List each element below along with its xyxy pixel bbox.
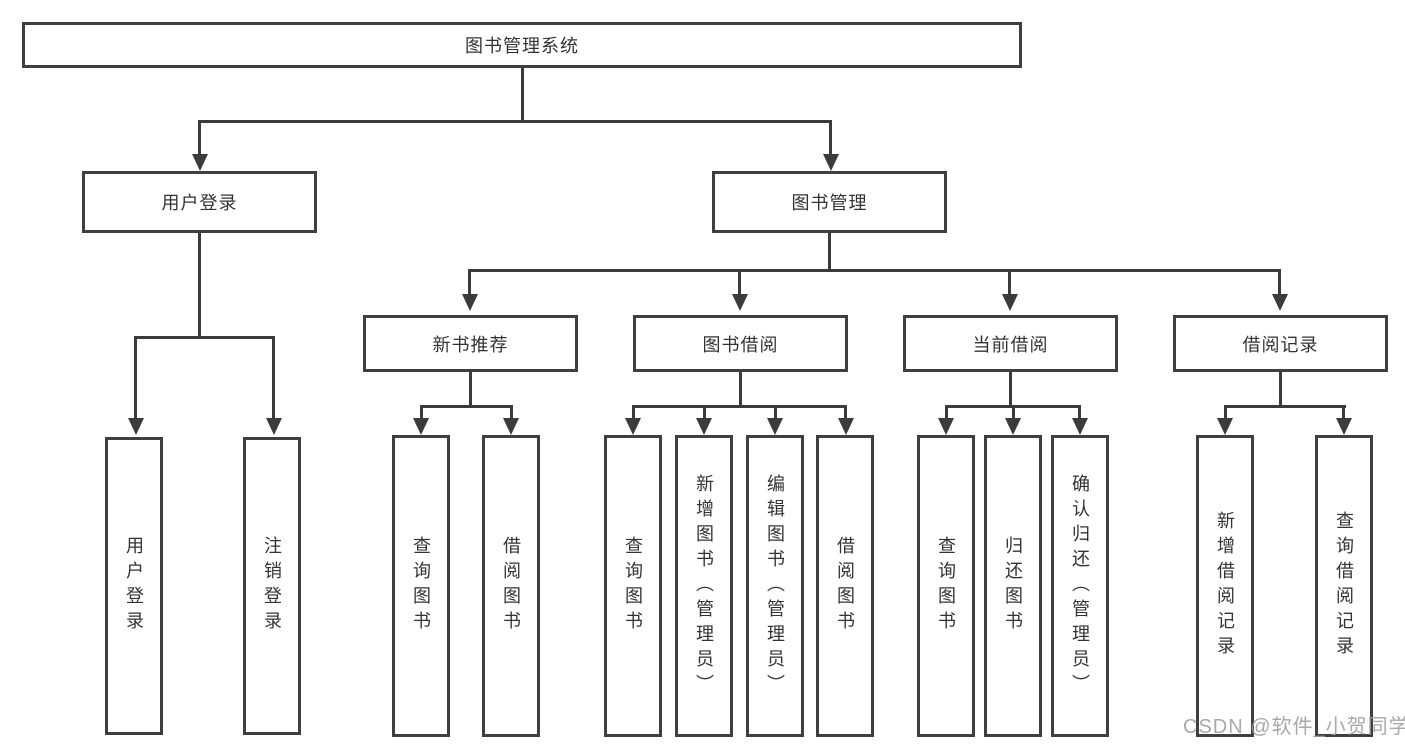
leaf-logout: 注销登录 xyxy=(243,437,301,735)
arrow-down-icon xyxy=(1336,418,1352,435)
leaf-query-borrow-record: 查询借阅记录 xyxy=(1315,435,1373,737)
connector-line xyxy=(632,405,847,408)
connector-line xyxy=(198,233,201,338)
connector-line xyxy=(1012,405,1015,419)
arrow-down-icon xyxy=(838,418,854,435)
connector-line xyxy=(468,269,471,296)
connector-line xyxy=(521,68,524,121)
leaf-add-books-admin: 新增图书（管理员） xyxy=(675,435,733,737)
connector-line xyxy=(1008,269,1011,296)
arrow-down-icon xyxy=(192,154,208,171)
arrow-down-icon xyxy=(1072,418,1088,435)
connector-line xyxy=(198,120,201,155)
leaf-return-books: 归还图书 xyxy=(984,435,1042,737)
arrow-down-icon xyxy=(1002,294,1018,311)
connector-line xyxy=(828,233,831,271)
arrow-down-icon xyxy=(1272,294,1288,311)
connector-line xyxy=(420,405,513,408)
leaf-edit-books-admin: 编辑图书（管理员） xyxy=(746,435,804,737)
node-root-library-management-system: 图书管理系统 xyxy=(22,22,1022,68)
arrow-down-icon xyxy=(696,418,712,435)
connector-line xyxy=(632,405,635,419)
arrow-down-icon xyxy=(625,418,641,435)
connector-line xyxy=(468,269,1281,272)
connector-line xyxy=(198,120,832,123)
connector-line xyxy=(829,120,832,155)
connector-line xyxy=(703,405,706,419)
arrow-down-icon xyxy=(938,418,954,435)
connector-line xyxy=(844,405,847,419)
leaf-add-borrow-record: 新增借阅记录 xyxy=(1196,435,1254,737)
leaf-query-books-current: 查询图书 xyxy=(917,435,975,737)
leaf-user-login: 用户登录 xyxy=(105,437,163,735)
connector-line xyxy=(134,336,137,419)
connector-line xyxy=(738,269,741,296)
arrow-down-icon xyxy=(1005,418,1021,435)
connector-line xyxy=(469,372,472,408)
connector-line xyxy=(774,405,777,419)
connector-line xyxy=(1009,372,1012,408)
arrow-down-icon xyxy=(732,294,748,311)
connector-line xyxy=(945,405,948,419)
arrow-down-icon xyxy=(128,418,144,435)
node-user-login: 用户登录 xyxy=(82,171,317,233)
connector-line xyxy=(1078,405,1081,419)
connector-line xyxy=(134,336,275,339)
connector-line xyxy=(1224,405,1346,408)
arrow-down-icon xyxy=(1217,418,1233,435)
node-borrowing-records: 借阅记录 xyxy=(1173,315,1388,372)
leaf-borrow-books-borrowing: 借阅图书 xyxy=(816,435,874,737)
connector-line xyxy=(1224,405,1227,419)
arrow-down-icon xyxy=(462,294,478,311)
arrow-down-icon xyxy=(413,418,429,435)
node-current-borrowing: 当前借阅 xyxy=(903,315,1118,372)
connector-line xyxy=(510,405,513,419)
leaf-query-books-borrowing: 查询图书 xyxy=(604,435,662,737)
arrow-down-icon xyxy=(767,418,783,435)
connector-line xyxy=(1279,372,1282,408)
connector-line xyxy=(272,336,275,419)
leaf-confirm-return-admin: 确认归还（管理员） xyxy=(1051,435,1109,737)
leaf-borrow-books-recommend: 借阅图书 xyxy=(482,435,540,737)
connector-line xyxy=(1342,405,1345,419)
connector-line xyxy=(420,405,423,419)
arrow-down-icon xyxy=(266,418,282,435)
node-book-management: 图书管理 xyxy=(712,171,947,233)
arrow-down-icon xyxy=(503,418,519,435)
connector-line xyxy=(739,372,742,408)
csdn-watermark: CSDN @软件_小贺同学 xyxy=(1183,716,1405,738)
node-book-borrowing: 图书借阅 xyxy=(633,315,848,372)
node-new-book-recommend: 新书推荐 xyxy=(363,315,578,372)
connector-line xyxy=(1278,269,1281,296)
arrow-down-icon xyxy=(823,154,839,171)
leaf-query-books-recommend: 查询图书 xyxy=(392,435,450,737)
